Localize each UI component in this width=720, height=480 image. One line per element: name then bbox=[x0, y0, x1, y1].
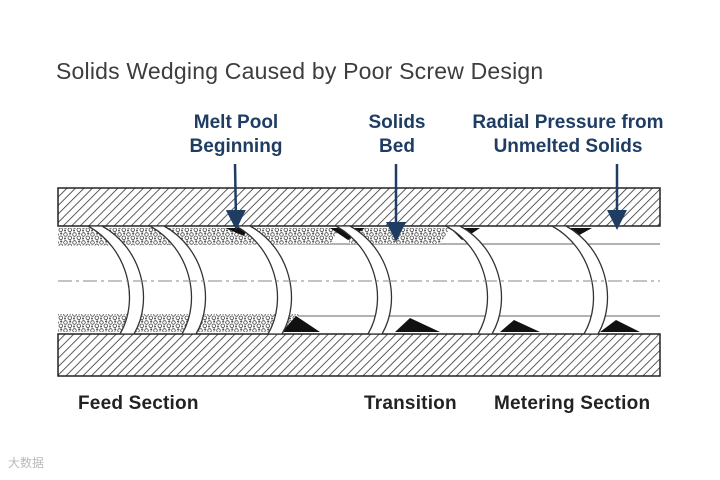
callout-melt-pool-line2: Beginning bbox=[189, 136, 283, 157]
melt-bottom-4 bbox=[600, 320, 640, 332]
melt-bottom-3 bbox=[500, 320, 540, 332]
flight-4 bbox=[335, 226, 393, 334]
barrel-bottom-wall bbox=[57, 333, 661, 377]
diagram-title: Solids Wedging Caused by Poor Screw Desi… bbox=[56, 58, 544, 84]
melt-bottom-1 bbox=[282, 316, 320, 332]
callout-radial-pressure-line2: Unmelted Solids bbox=[493, 136, 643, 157]
callout-radial-pressure-line1: Radial Pressure from bbox=[472, 112, 664, 133]
callout-melt-pool-line1: Melt Pool bbox=[193, 112, 279, 133]
flight-6 bbox=[551, 226, 609, 334]
solids-feed-bottom bbox=[58, 314, 300, 332]
label-metering-section: Metering Section bbox=[494, 393, 651, 414]
callout-solids-bed-line2: Bed bbox=[379, 136, 415, 157]
flight-1 bbox=[87, 226, 145, 334]
label-transition: Transition bbox=[364, 393, 457, 414]
callout-melt-pool: Melt Pool Beginning bbox=[176, 111, 296, 159]
watermark: 大数据 bbox=[8, 456, 45, 470]
flight-3 bbox=[235, 226, 293, 334]
screw-channel bbox=[58, 226, 660, 334]
callout-radial-pressure: Radial Pressure from Unmelted Solids bbox=[458, 111, 678, 159]
callout-solids-bed-line1: Solids bbox=[368, 112, 426, 133]
arrow-melt-pool bbox=[225, 163, 246, 230]
label-feed-section: Feed Section bbox=[78, 393, 199, 414]
callout-solids-bed: Solids Bed bbox=[347, 111, 447, 159]
flight-5 bbox=[445, 226, 503, 334]
barrel-top-wall bbox=[57, 187, 661, 227]
melt-bottom-2 bbox=[395, 318, 440, 332]
flight-2 bbox=[149, 226, 207, 334]
